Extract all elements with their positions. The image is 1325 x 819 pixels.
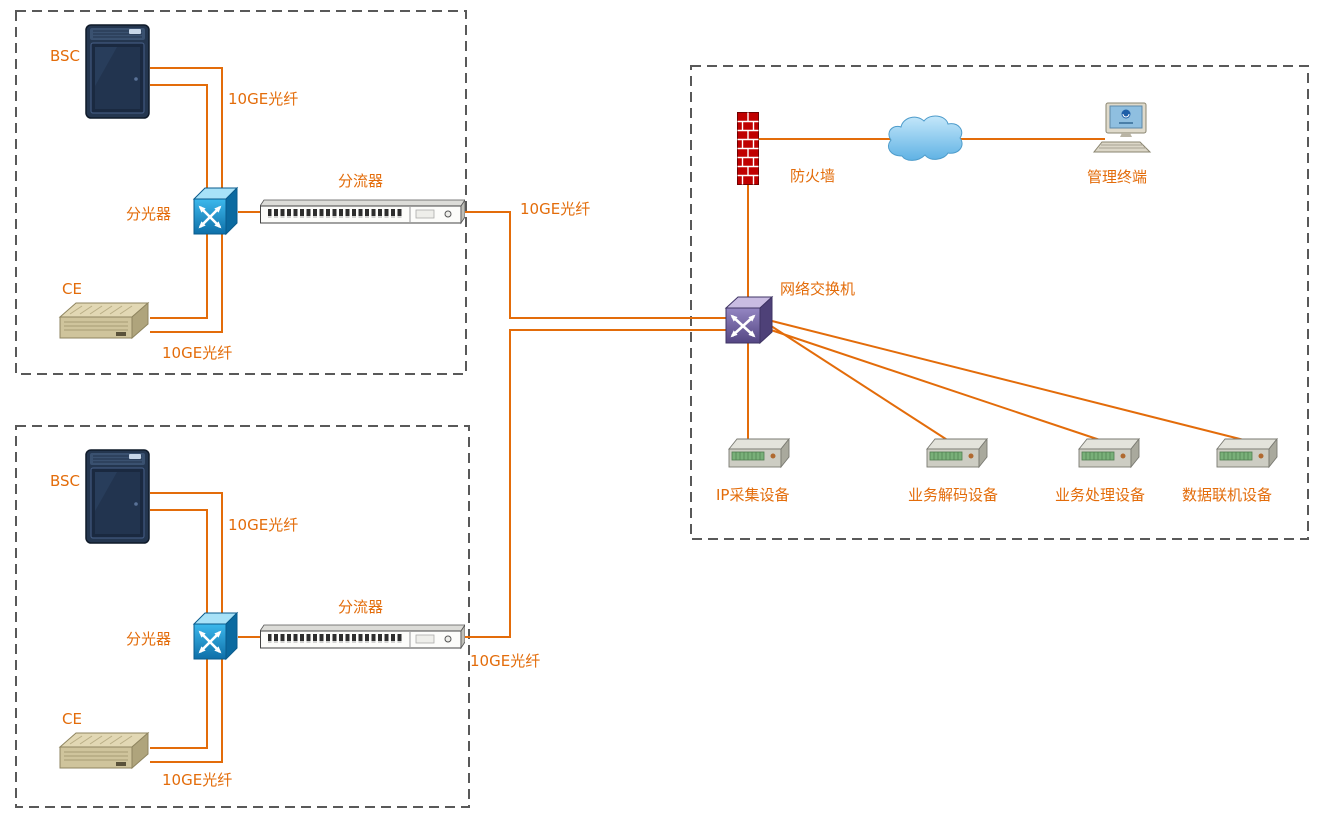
optical-splitter-top [190, 186, 240, 236]
ce-router-bottom [58, 732, 150, 770]
wire-switch-device2 [767, 323, 953, 444]
group-box-core [690, 65, 1309, 540]
optical-splitter-cube-icon [190, 611, 240, 661]
fiber-label-top-ce: 10GE光纤 [162, 344, 233, 362]
edge-router-icon [58, 302, 150, 340]
ip-capture-device [728, 438, 790, 470]
tap-label-bottom: 分流器 [338, 598, 384, 616]
wire-tap2-switch [463, 329, 740, 638]
server-cabinet-icon [85, 24, 150, 119]
group-box-site-bottom [15, 425, 470, 808]
terminal-label: 管理终端 [1087, 168, 1148, 186]
switch-label: 网络交换机 [780, 280, 856, 298]
decode-device [926, 438, 988, 470]
brick-wall-icon [737, 112, 759, 185]
device4-label: 数据联机设备 [1182, 486, 1273, 504]
wire-switch-device4 [767, 319, 1245, 441]
device3-label: 业务处理设备 [1055, 486, 1146, 504]
device2-label: 业务解码设备 [908, 486, 999, 504]
desktop-computer-icon [1092, 102, 1154, 158]
bsc-label-bottom: BSC [50, 472, 81, 490]
tap-chassis-icon [260, 624, 465, 650]
edge-router-icon [58, 732, 150, 770]
splitter-label-top: 分光器 [126, 205, 172, 223]
fiber-label-bottom-out: 10GE光纤 [470, 652, 541, 670]
group-box-site-top [15, 10, 467, 375]
wire-splitter2-ce-a [150, 639, 208, 749]
tap-label-top: 分流器 [338, 172, 384, 190]
network-switch [722, 295, 775, 345]
fiber-label-bottom-ce: 10GE光纤 [162, 771, 233, 789]
rack-server-icon [926, 438, 988, 470]
rack-server-icon [728, 438, 790, 470]
ce-router-top [58, 302, 150, 340]
wire-splitter1-ce-b [150, 214, 223, 333]
network-cloud-icon [884, 112, 966, 164]
wire-bsc2-splitter-b [150, 509, 208, 635]
wire-bsc1-splitter-a [150, 67, 223, 210]
wire-bsc1-splitter-b [150, 84, 208, 210]
wire-bsc2-splitter-a [150, 492, 223, 635]
bsc-label-top: BSC [50, 47, 81, 65]
internet-cloud [884, 112, 966, 164]
wire-splitter1-ce-a [150, 214, 208, 319]
server-cabinet-icon [85, 449, 150, 544]
fiber-label-bottom-bsc: 10GE光纤 [228, 516, 299, 534]
firewall [737, 112, 759, 185]
ce-label-bottom: CE [62, 710, 82, 728]
processing-device [1078, 438, 1140, 470]
rack-server-icon [1078, 438, 1140, 470]
splitter-label-bottom: 分光器 [126, 630, 172, 648]
optical-splitter-cube-icon [190, 186, 240, 236]
device1-label: IP采集设备 [716, 486, 790, 504]
firewall-label: 防火墙 [790, 167, 836, 185]
fiber-label-top-out: 10GE光纤 [520, 200, 591, 218]
switch-cube-icon [722, 295, 775, 345]
wire-switch-device3 [767, 328, 1107, 443]
fiber-label-top-bsc: 10GE光纤 [228, 90, 299, 108]
optical-splitter-bottom [190, 611, 240, 661]
tap-device-bottom [260, 624, 465, 650]
wire-splitter2-ce-b [150, 639, 223, 763]
tap-chassis-icon [260, 199, 465, 225]
rack-server-icon [1216, 438, 1278, 470]
wire-tap1-switch [463, 211, 740, 319]
data-online-device [1216, 438, 1278, 470]
bsc-cabinet-top [85, 24, 150, 119]
bsc-cabinet-bottom [85, 449, 150, 544]
ce-label-top: CE [62, 280, 82, 298]
tap-device-top [260, 199, 465, 225]
management-terminal [1092, 102, 1154, 158]
